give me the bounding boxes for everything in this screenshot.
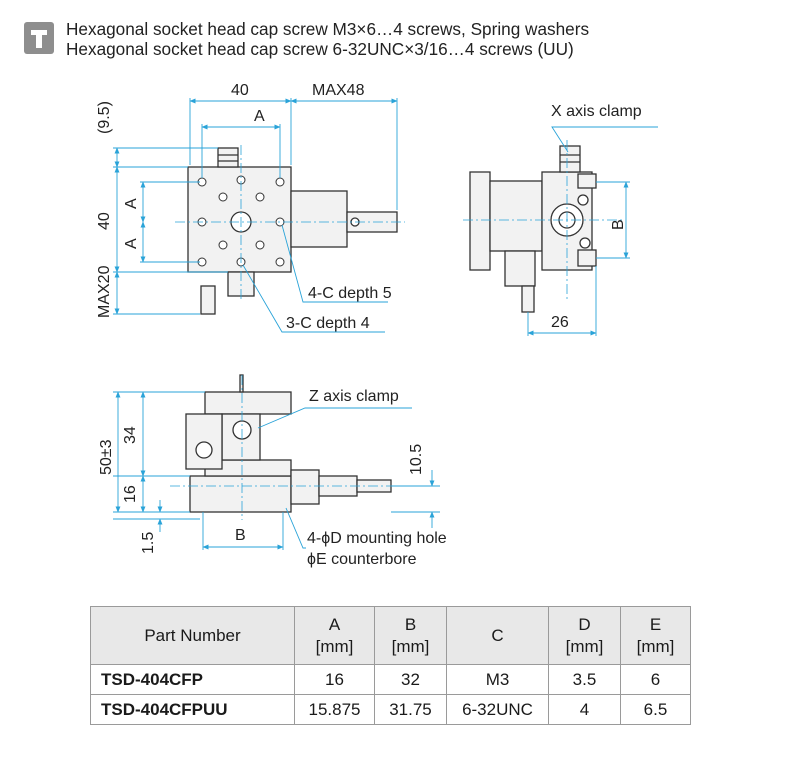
part-number-cell: TSD-404CFPUU [90,694,295,725]
c-cell: 6-32UNC [446,694,549,725]
z-axis-clamp-label: Z axis clamp [309,388,399,405]
b-cell: 31.75 [374,694,447,725]
d-cell: 3.5 [548,664,621,695]
callout-c-depth-5: 4-C depth 5 [308,285,392,302]
header-d: D[mm] [548,606,621,665]
table-header-row: Part Number A[mm] B[mm] C D[mm] E[mm] [90,606,691,665]
x-axis-clamp-label: X axis clamp [551,103,642,120]
c-cell: M3 [446,664,549,695]
side-view [469,145,597,313]
dim-top-a: A [254,108,265,125]
header-b: B[mm] [374,606,447,665]
dim-left-a2: A [123,238,140,249]
e-cell: 6 [620,664,691,695]
dim-height-16: 16 [122,485,139,503]
dim-height-34: 34 [122,426,139,444]
dim-left-max20: MAX20 [96,265,113,318]
b-cell: 32 [374,664,447,695]
d-cell: 4 [548,694,621,725]
mounting-hole-label: 4-ϕD mounting hole [307,530,447,547]
dim-left-offset: (9.5) [96,101,113,134]
spec-table: Part Number A[mm] B[mm] C D[mm] E[mm] TS… [90,606,691,725]
a-cell: 15.875 [294,694,375,725]
e-cell: 6.5 [620,694,691,725]
header-part-number: Part Number [90,606,295,665]
dim-height-1-5: 1.5 [140,531,157,554]
note-line-2: Hexagonal socket head cap screw 6-32UNC×… [66,39,574,59]
dim-top-max: MAX48 [312,82,365,99]
callout-c-depth-4: 3-C depth 4 [286,315,370,332]
header-c: C [446,606,549,665]
dim-height-total: 50±3 [98,439,115,475]
dim-height-10-5: 10.5 [408,443,425,475]
table-row: TSD-404CFP 16 32 M3 3.5 6 [90,664,691,695]
note-line-1: Hexagonal socket head cap screw M3×6…4 s… [66,19,590,39]
dim-top-width: 40 [231,82,249,99]
dim-left-40: 40 [96,212,113,230]
a-cell: 16 [294,664,375,695]
dim-side-26: 26 [551,314,569,331]
screw-note: Hexagonal socket head cap screw M3×6…4 s… [22,18,782,64]
info-icon [24,22,54,54]
part-number-cell: TSD-404CFP [90,664,295,695]
dim-left-a1: A [123,198,140,209]
dim-side-b: B [610,219,627,230]
technical-drawing [113,98,658,550]
dim-bottom-b: B [235,527,246,544]
header-a: A[mm] [294,606,375,665]
table-row: TSD-404CFPUU 15.875 31.75 6-32UNC 4 6.5 [90,694,691,725]
header-e: E[mm] [620,606,691,665]
counterbore-label: ϕE counterbore [307,551,417,568]
